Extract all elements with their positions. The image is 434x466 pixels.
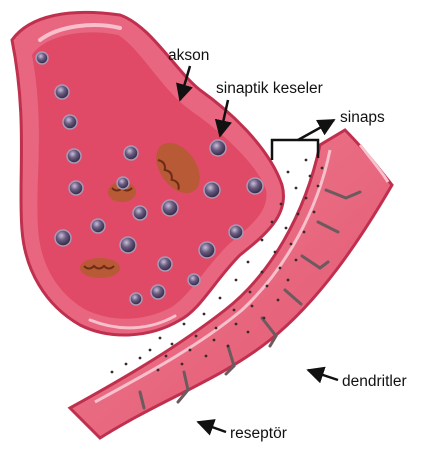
label-sinaptik-keseler: sinaptik keseler: [216, 80, 323, 97]
axon-cytoplasm: [32, 32, 266, 318]
vesicle-icon: [67, 149, 81, 163]
vesicle-icon: [55, 230, 71, 246]
vesicle-icon: [120, 237, 136, 253]
vesicle-icon: [133, 206, 147, 220]
mitochondrion-icon: [80, 258, 120, 278]
vesicle-icon: [199, 242, 215, 258]
label-sinaps: sinaps: [340, 109, 385, 126]
vesicle-icon: [247, 178, 263, 194]
vesicle-icon: [36, 52, 48, 64]
vesicle-icon: [188, 274, 200, 286]
synapse-bracket: [272, 140, 318, 160]
vesicle-icon: [229, 225, 243, 239]
axon-terminal: [12, 12, 284, 335]
label-dendritler: dendritler: [342, 373, 407, 390]
vesicle-icon: [63, 115, 77, 129]
vesicle-icon: [151, 285, 165, 299]
arrow-icon: [198, 422, 226, 432]
vesicle-icon: [91, 219, 105, 233]
arrow-icon: [308, 370, 338, 380]
label-akson: akson: [168, 47, 209, 64]
vesicle-icon: [124, 146, 138, 160]
vesicle-icon: [158, 257, 172, 271]
vesicle-icon: [130, 293, 142, 305]
label-reseptor: reseptör: [230, 425, 287, 442]
vesicle-icon: [204, 182, 220, 198]
arrow-icon: [298, 120, 334, 140]
vesicle-icon: [69, 181, 83, 195]
vesicle-icon: [210, 140, 226, 156]
vesicle-icon: [162, 200, 178, 216]
vesicle-icon: [117, 177, 129, 189]
vesicle-icon: [55, 85, 69, 99]
